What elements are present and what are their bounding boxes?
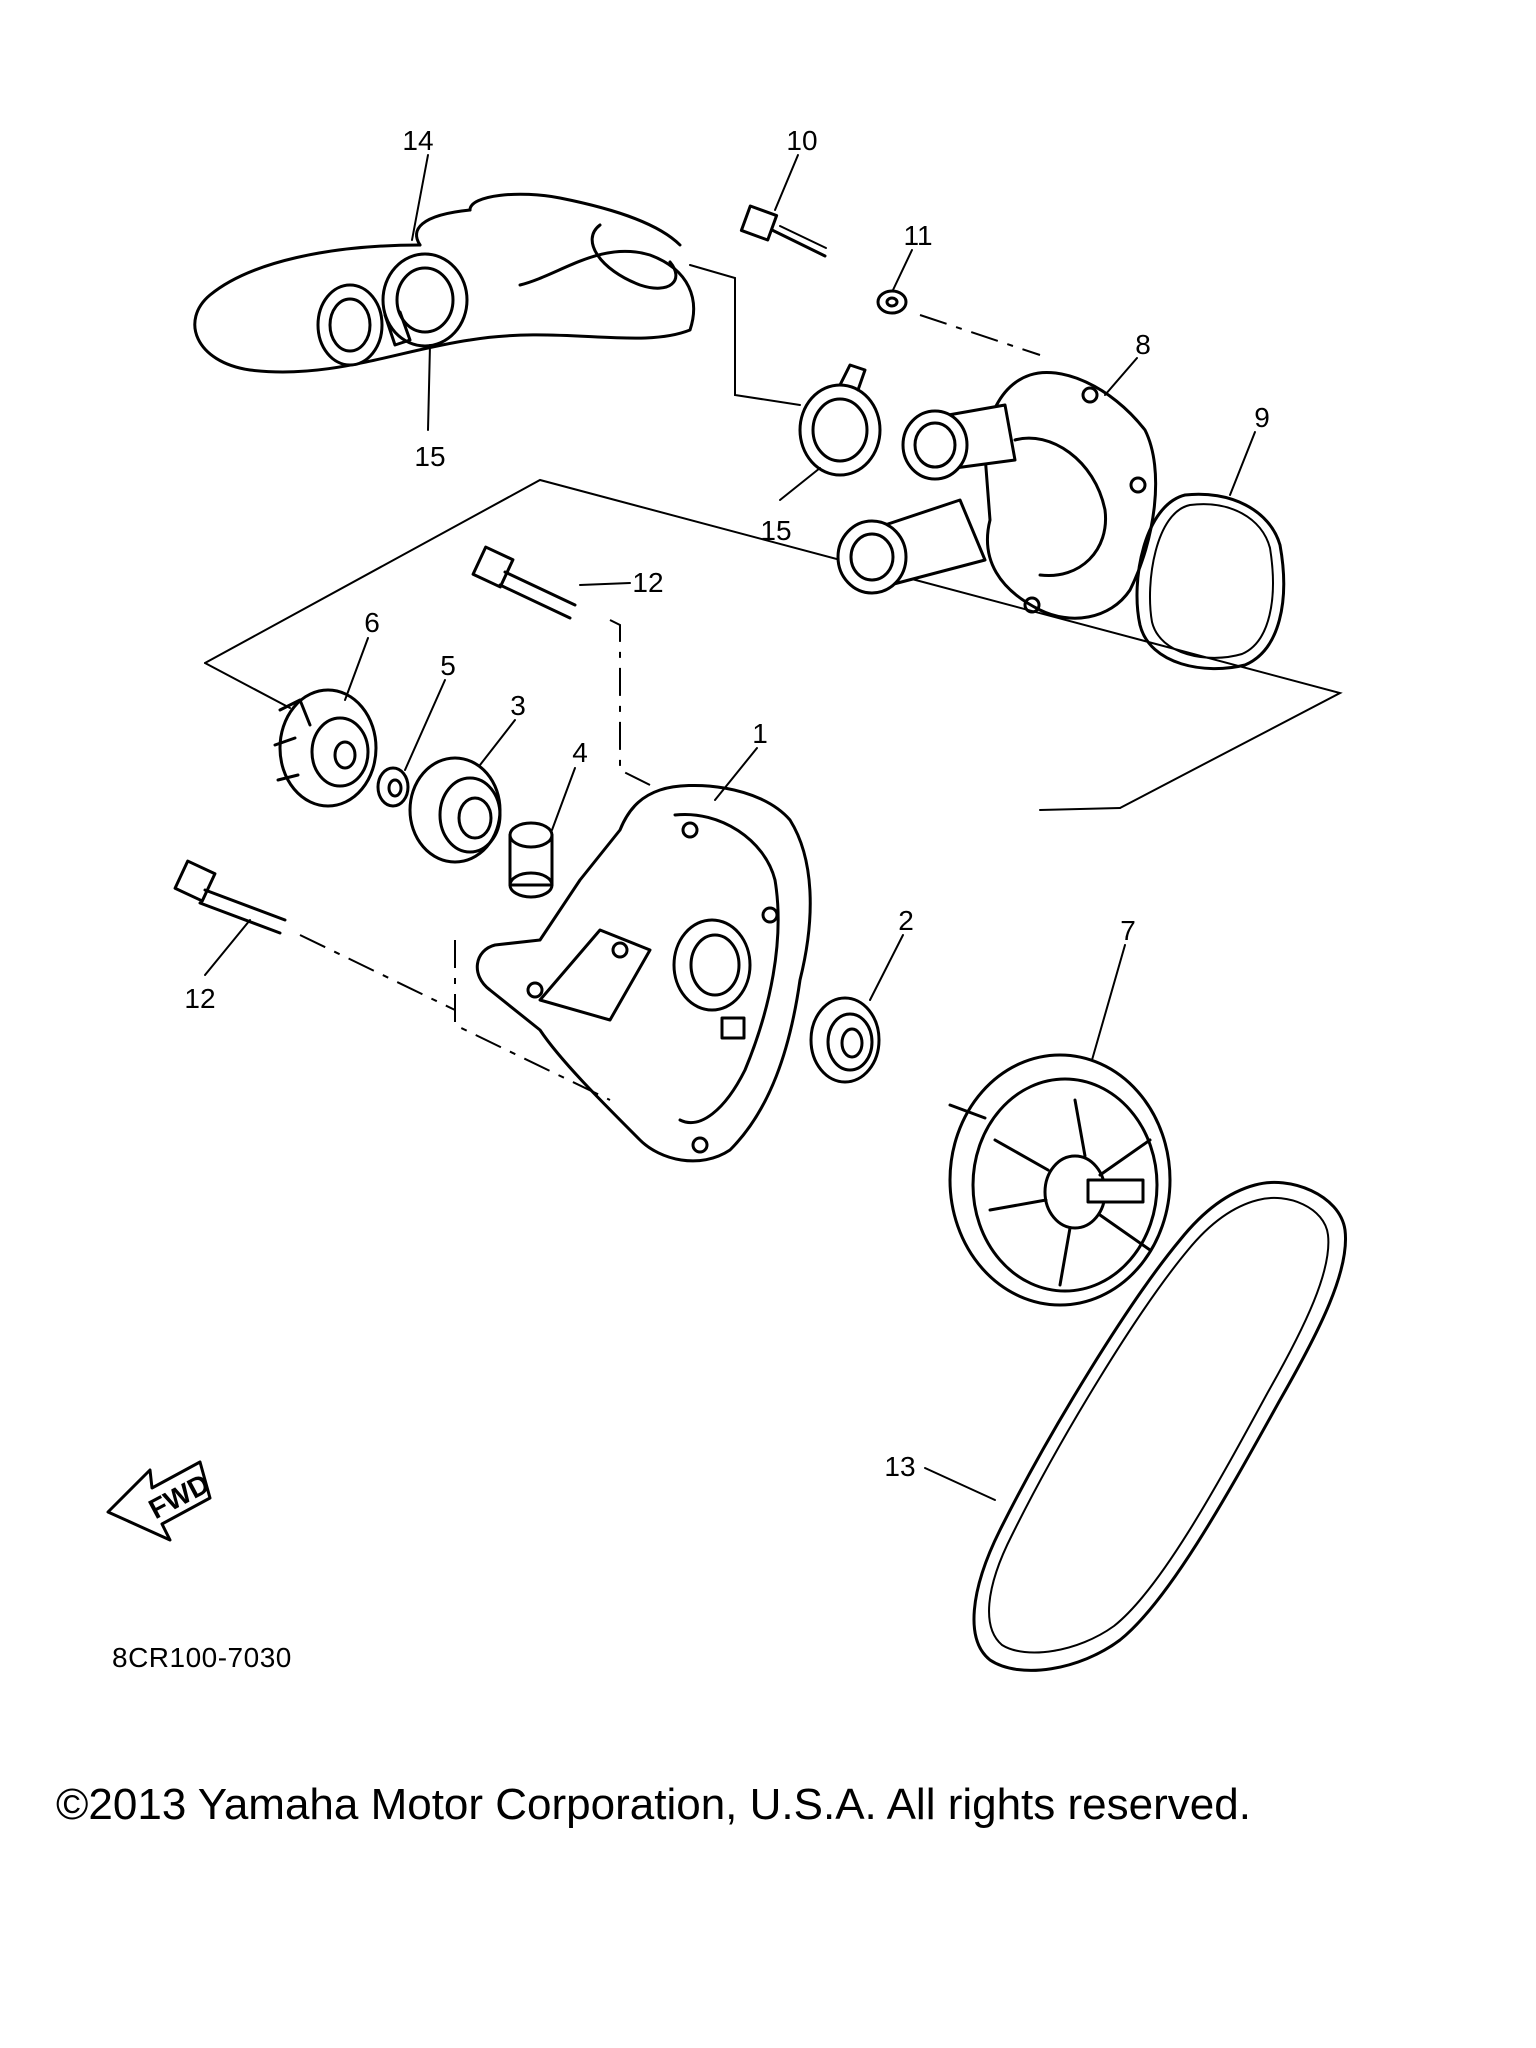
radiator-hose (193, 192, 696, 374)
part-label-12-upper: 12 (632, 567, 663, 598)
part-label-12-lower: 12 (184, 983, 215, 1014)
leader-lines (204, 154, 1256, 1501)
mechanical-seal-3 (408, 756, 502, 864)
bolt-10 (739, 204, 827, 258)
washer-11 (876, 289, 908, 315)
bearing-2 (809, 996, 881, 1084)
hose-clamp-lower (798, 363, 882, 477)
copyright-notice: ©2013 Yamaha Motor Corporation, U.S.A. A… (56, 1780, 1251, 1829)
part-label-8: 8 (1135, 329, 1151, 360)
part-label-15-lower: 15 (760, 515, 791, 546)
part-label-10: 10 (786, 125, 817, 156)
part-label-9: 9 (1254, 402, 1270, 433)
o-ring-9 (1135, 492, 1286, 671)
part-label-5: 5 (440, 650, 456, 681)
part-label-13: 13 (884, 1451, 915, 1482)
pump-housing-1 (475, 783, 812, 1163)
part-label-3: 3 (510, 690, 526, 721)
part-label-15-upper: 15 (414, 441, 445, 472)
part-label-14: 14 (402, 125, 433, 156)
v-belt-13 (972, 1180, 1348, 1672)
part-label-6: 6 (364, 607, 380, 638)
part-label-4: 4 (572, 737, 588, 768)
bolt-12-lower (173, 859, 287, 935)
part-label-7: 7 (1120, 915, 1136, 946)
pulley-7 (948, 1053, 1172, 1307)
part-label-11: 11 (903, 220, 932, 251)
forward-arrow-icon: FWD (106, 1460, 215, 1542)
assembly-boundary (204, 478, 1343, 811)
impeller-6 (273, 688, 378, 808)
part-label-2: 2 (898, 905, 914, 936)
pump-cover-8 (836, 370, 1158, 620)
bolt-12-upper (471, 545, 577, 620)
part-labels: 14 10 11 8 9 15 15 12 6 5 3 4 1 2 7 12 1… (184, 125, 1269, 1482)
washer-5 (376, 766, 410, 808)
hose-clamp-upper (381, 252, 469, 348)
bushing-4 (508, 821, 554, 899)
part-label-1: 1 (752, 718, 768, 749)
diagram-code: 8CR100-7030 (112, 1642, 292, 1673)
